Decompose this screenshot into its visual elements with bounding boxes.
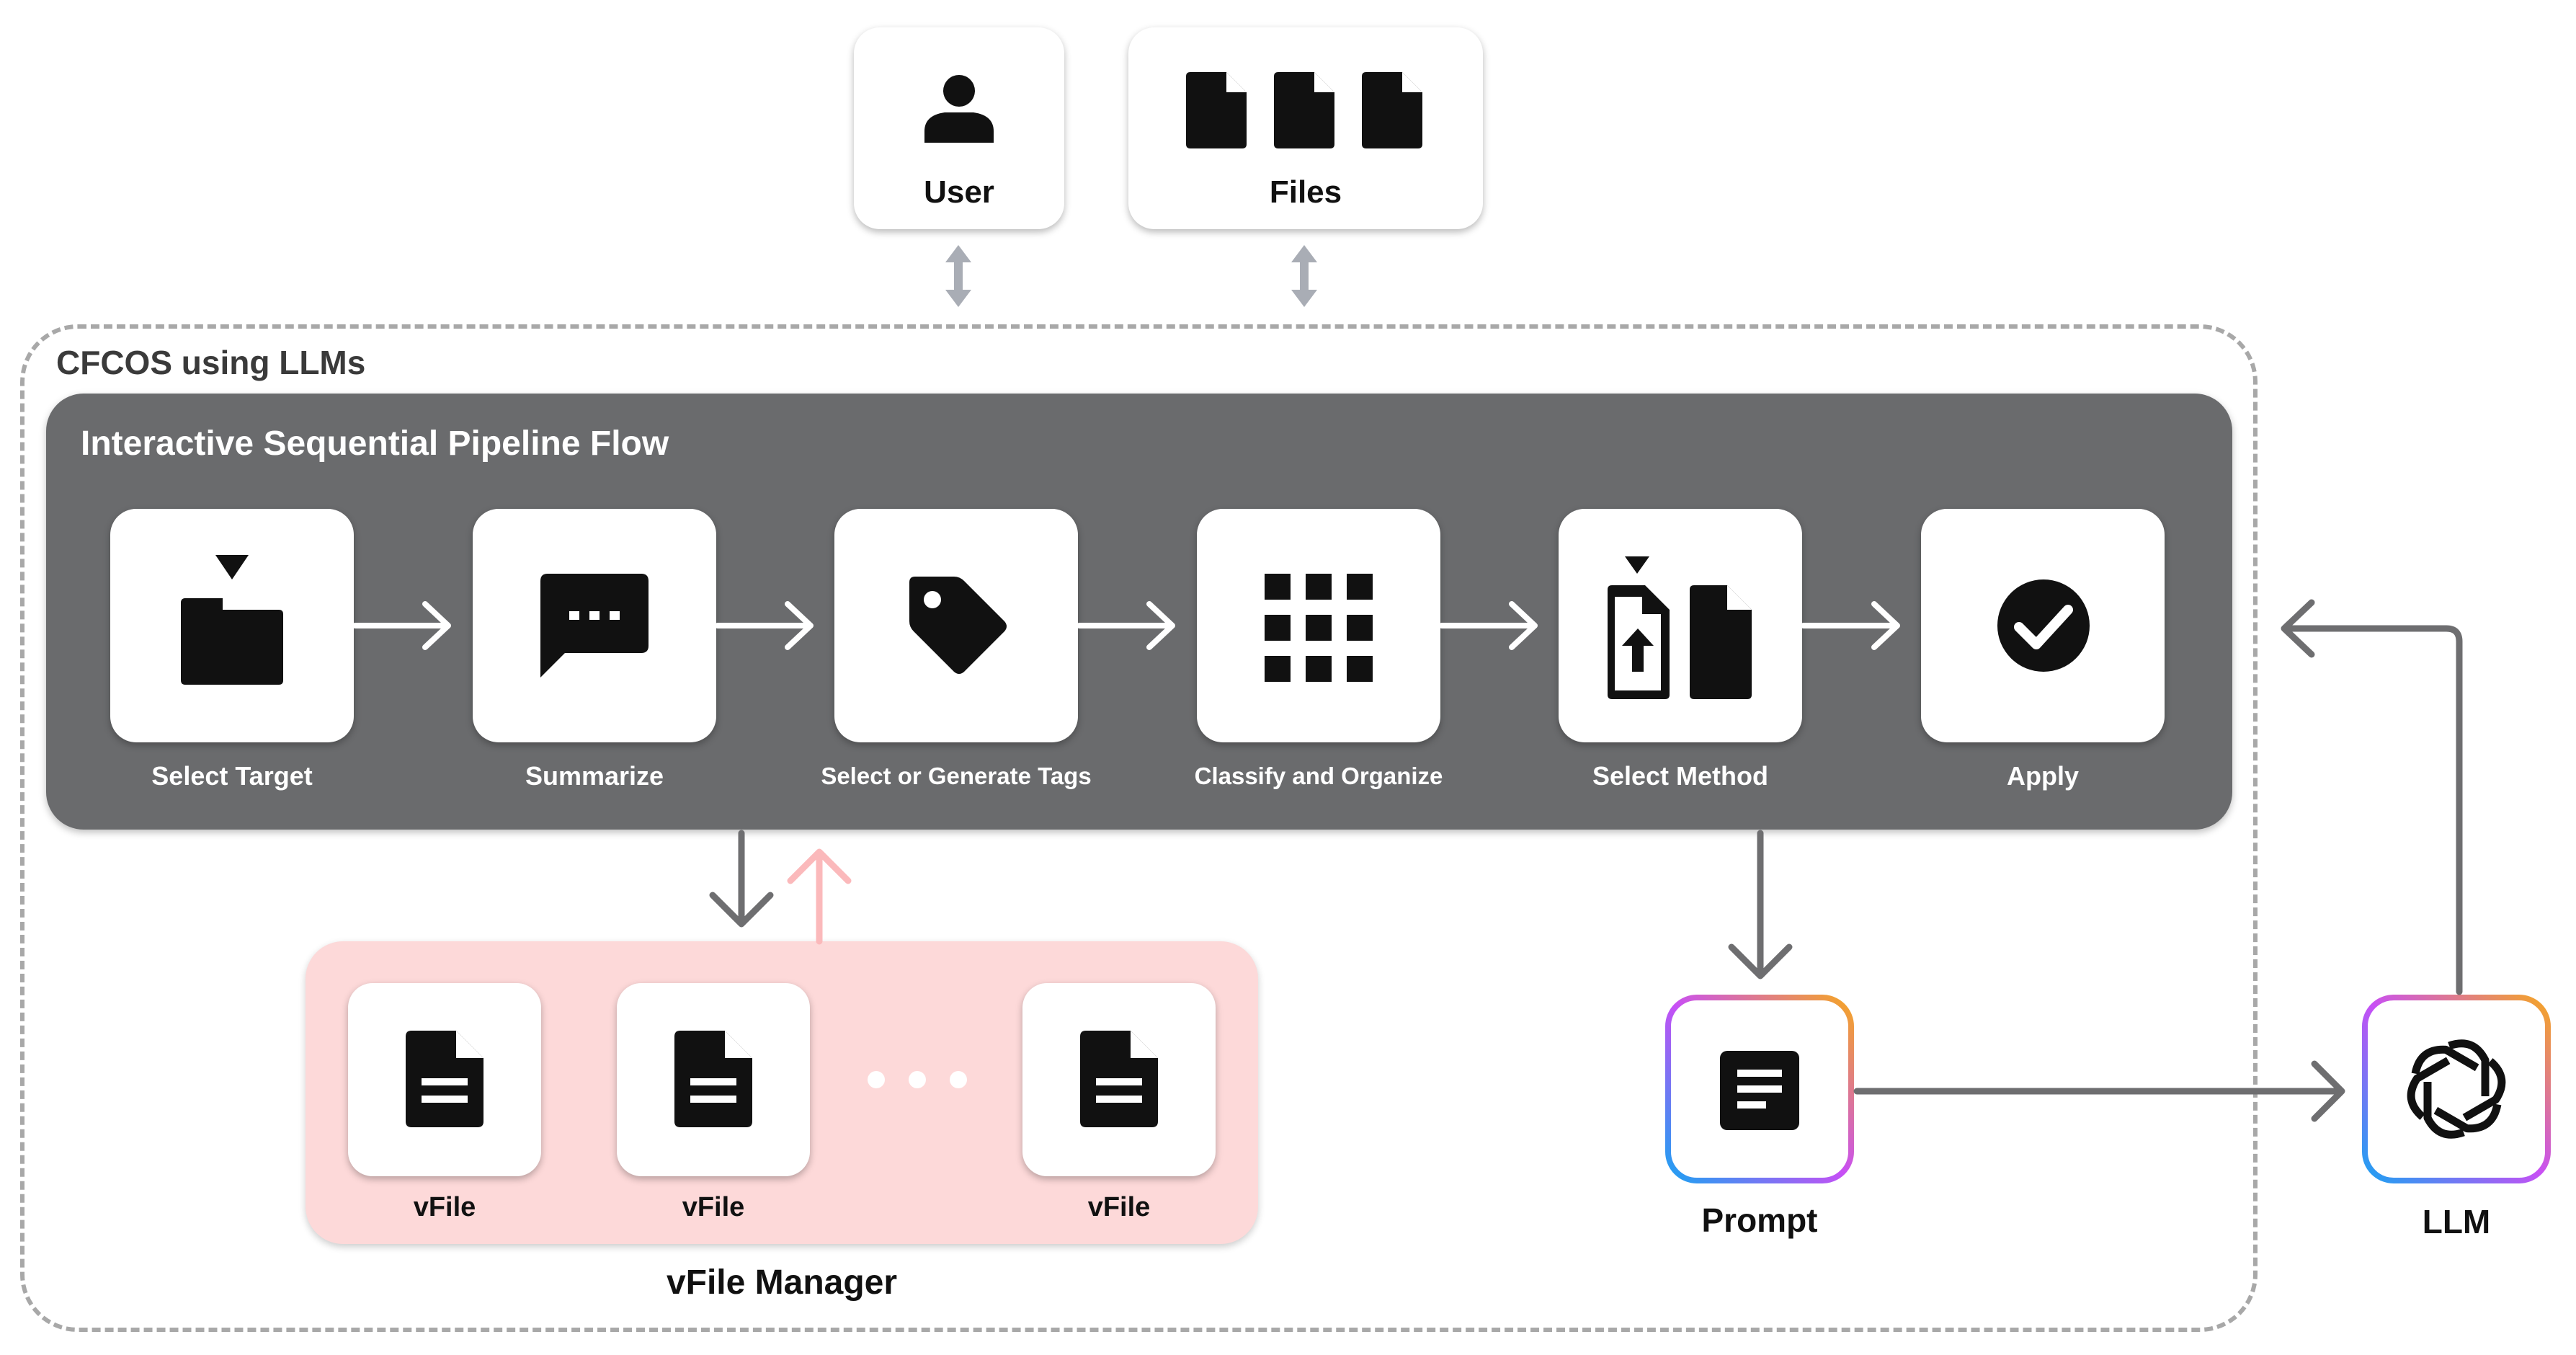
step-classify-organize[interactable]: [1197, 509, 1440, 742]
step-summarize[interactable]: [473, 509, 716, 742]
vfile-label-1: vFile: [413, 1192, 476, 1222]
system-container: [20, 324, 2258, 1332]
vfile-card-3[interactable]: [1022, 983, 1216, 1176]
user-card: User: [854, 27, 1064, 229]
tag-icon: [909, 577, 1007, 674]
user-system-arrow: [945, 245, 971, 307]
arrow-step4-step5: [1439, 601, 1538, 650]
vfile-card-2[interactable]: [617, 983, 810, 1176]
arrow-step3-step4: [1077, 601, 1175, 650]
step-label-select-method: Select Method: [1592, 761, 1769, 791]
arrow-llm-to-apply: [2281, 599, 2463, 995]
arrow-step1-step2: [352, 601, 451, 650]
llm-label: LLM: [2422, 1203, 2491, 1240]
vfile-label-2: vFile: [682, 1192, 745, 1222]
step-label-apply: Apply: [2006, 761, 2079, 791]
files-card: Files: [1128, 27, 1483, 229]
document-icon: [406, 1031, 483, 1127]
chat-bubble-icon: [540, 574, 649, 678]
vfile-card-1[interactable]: [348, 983, 541, 1176]
user-label: User: [924, 174, 994, 210]
check-circle-icon: [1997, 579, 2090, 672]
step-label-classify-organize: Classify and Organize: [1194, 763, 1443, 789]
prompt-card[interactable]: [1665, 995, 1854, 1183]
grid-icon: [1265, 574, 1373, 682]
vfile-label-3: vFile: [1087, 1192, 1151, 1222]
step-select-method[interactable]: [1559, 509, 1802, 742]
llm-card[interactable]: [2362, 995, 2551, 1183]
step-apply[interactable]: [1921, 509, 2165, 742]
file-upload-icon: [1608, 556, 1752, 699]
pipeline-panel: [46, 394, 2232, 830]
arrow-step5-step6: [1801, 601, 1900, 650]
folder-target-icon: [181, 555, 283, 685]
arrow-step2-step3: [715, 601, 814, 650]
step-select-generate-tags[interactable]: [834, 509, 1078, 742]
pipeline-title: Interactive Sequential Pipeline Flow: [81, 425, 669, 463]
prompt-label: Prompt: [1701, 1201, 1818, 1239]
arrow-up-from-vfile: [787, 848, 852, 945]
ellipsis-icon: [868, 1071, 967, 1088]
step-label-select-generate-tags: Select or Generate Tags: [821, 763, 1092, 789]
system-title: CFCOS using LLMs: [56, 344, 366, 381]
arrow-prompt-to-llm: [1853, 1060, 2345, 1122]
files-icon: [1186, 72, 1422, 148]
document-icon: [1080, 1031, 1158, 1127]
vfile-manager-title: vFile Manager: [666, 1263, 898, 1302]
document-lines-icon: [1720, 1051, 1799, 1130]
user-icon: [924, 75, 994, 143]
arrow-method-to-prompt: [1728, 830, 1793, 979]
step-label-summarize: Summarize: [525, 761, 664, 791]
step-label-select-target: Select Target: [151, 761, 313, 791]
arrow-down-to-vfile: [709, 830, 774, 928]
files-label: Files: [1269, 174, 1342, 210]
files-system-arrow: [1291, 245, 1317, 307]
document-icon: [674, 1031, 752, 1127]
openai-logo-icon: [2407, 1039, 2506, 1139]
step-select-target[interactable]: [110, 509, 354, 742]
